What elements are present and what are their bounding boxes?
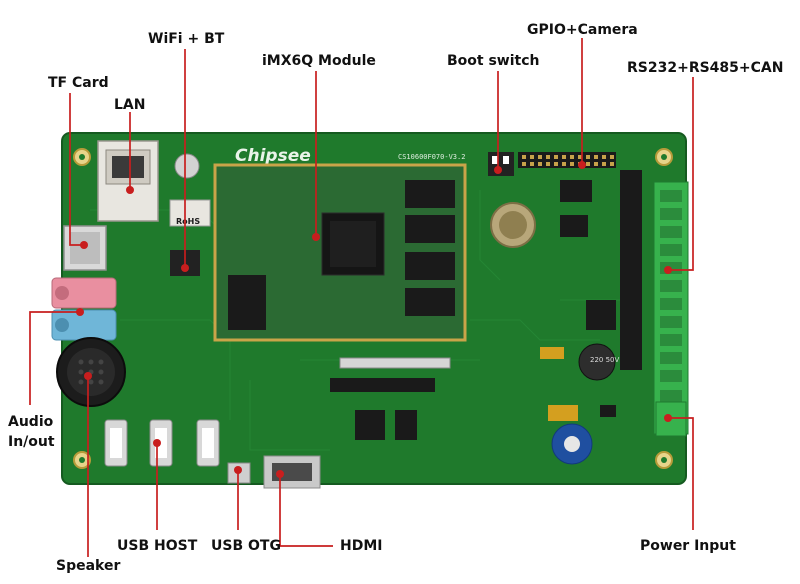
- label-boot-switch: Boot switch: [447, 53, 540, 69]
- leader-lines: [29, 38, 694, 557]
- label-tf-card: TF Card: [48, 75, 109, 91]
- label-usb-host: USB HOST: [117, 538, 198, 554]
- leader-dots: [76, 161, 672, 478]
- rohs-mark: RoHS: [176, 217, 200, 226]
- label-hdmi: HDMI: [340, 538, 383, 554]
- lan-port: [97, 140, 159, 222]
- label-lan: LAN: [114, 97, 146, 113]
- gpio-camera-header: [518, 152, 616, 168]
- label-audio-line2: In/out: [8, 434, 55, 450]
- inductor: [551, 423, 593, 465]
- terminal-block-rs232-rs485-can: [653, 181, 689, 435]
- audio-jacks: [51, 277, 117, 341]
- label-usb-otg: USB OTG: [211, 538, 281, 554]
- label-audio-line1: Audio: [8, 414, 54, 430]
- label-rs232-rs485-can: RS232+RS485+CAN: [627, 60, 784, 76]
- label-gpio-camera: GPIO+Camera: [527, 22, 638, 38]
- right-side-ics: [560, 170, 642, 370]
- imx6q-module: [213, 163, 467, 342]
- label-wifi-bt: WiFi + BT: [148, 31, 225, 47]
- speaker: [56, 337, 126, 407]
- label-speaker: Speaker: [56, 558, 121, 574]
- capacitor: 220 50V: [578, 343, 619, 381]
- usb-host-ports: [104, 419, 220, 467]
- label-imx6q-module: iMX6Q Module: [262, 53, 376, 69]
- display-connectors: [330, 357, 451, 440]
- tantalum-caps: [540, 347, 616, 421]
- board-model-silkscreen: CS10600F070-V3.2: [398, 153, 465, 161]
- label-audio: Audio In/out: [8, 412, 78, 452]
- brand-logo: Chipsee: [235, 146, 311, 166]
- capacitor-marking: 220 50V: [590, 356, 619, 364]
- label-power-input: Power Input: [640, 538, 736, 554]
- wifi-bt-module: RoHS: [169, 153, 211, 276]
- rtc-battery: [490, 202, 536, 248]
- hdmi-port: [263, 455, 321, 489]
